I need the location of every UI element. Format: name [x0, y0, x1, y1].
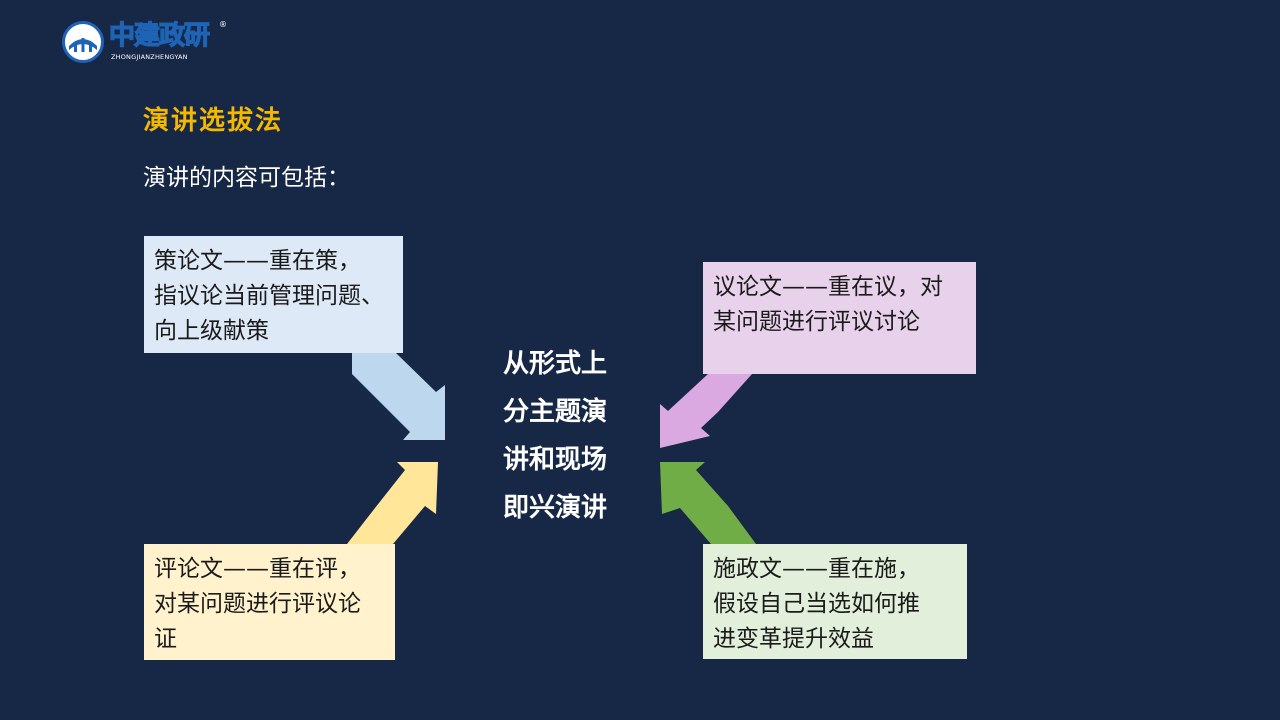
box-line: 指议论当前管理问题、: [154, 283, 384, 309]
box-line: 证: [154, 626, 177, 652]
center-line: 从形式上: [503, 349, 608, 379]
box-line: 评论文——重在评，: [154, 556, 361, 582]
logo-registered-mark: ®: [219, 20, 227, 29]
box-line: 向上级献策: [154, 318, 269, 344]
arrow-bottom-left-icon: [347, 462, 438, 544]
slide-title: 演讲选拔法: [143, 106, 284, 136]
center-line: 讲和现场: [503, 445, 608, 475]
box-line: 进变革提升效益: [713, 626, 874, 652]
logo-name: 中建政研: [108, 20, 210, 51]
center-line: 分主题演: [503, 397, 608, 427]
box-line: 策论文——重在策，: [154, 248, 361, 274]
logo-emblem-icon: [62, 21, 104, 63]
center-line: 即兴演讲: [503, 493, 608, 523]
box-line: 某问题进行评议讨论: [713, 309, 920, 335]
intro-text: 演讲的内容可包括：: [143, 165, 350, 191]
box-line: 议论文——重在议，对: [713, 274, 943, 300]
arrow-top-right-icon: [660, 374, 752, 448]
box-line: 假设自己当选如何推: [713, 591, 920, 617]
center-text: 从形式上 分主题演 讲和现场 即兴演讲: [503, 340, 633, 532]
arrow-top-left-icon: [352, 353, 445, 440]
logo-subtitle: ZHONGJIANZHENGYAN: [111, 53, 188, 61]
box-review-essay: 评论文——重在评， 对某问题进行评议论 证: [144, 544, 395, 660]
box-line: 施政文——重在施，: [713, 556, 920, 582]
box-governance-essay: 施政文——重在施， 假设自己当选如何推 进变革提升效益: [703, 544, 967, 659]
box-policy-essay: 策论文——重在策， 指议论当前管理问题、 向上级献策: [144, 236, 403, 353]
box-line: 对某问题进行评议论: [154, 591, 361, 617]
company-logo: 中建政研 ® ZHONGJIANZHENGYAN: [62, 20, 232, 66]
arrow-bottom-right-icon: [660, 462, 756, 544]
box-argument-essay: 议论文——重在议，对 某问题进行评议讨论: [703, 262, 976, 374]
